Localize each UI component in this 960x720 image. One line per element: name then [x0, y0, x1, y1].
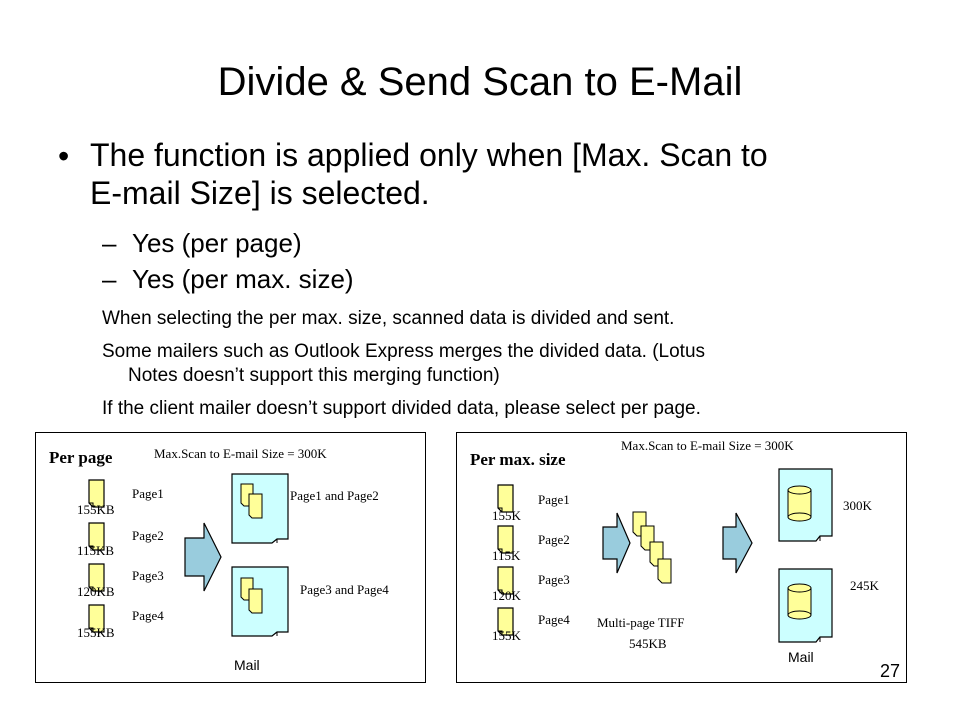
option-per-max-size: Yes (per max. size): [132, 264, 354, 294]
page3-doc-icon: [497, 566, 514, 595]
page3-doc-icon: [88, 563, 105, 592]
per-page-graphics: [88, 473, 289, 637]
mail1-doc-icon: [778, 468, 833, 542]
page4-doc-icon: [497, 607, 514, 636]
page1-doc-icon: [497, 484, 514, 513]
page3-size: 120K: [492, 588, 521, 603]
bullet-marker: •: [58, 138, 70, 174]
slide-title: Divide & Send Scan to E-Mail: [217, 60, 743, 104]
page1-size: 155KB: [77, 502, 115, 517]
mail2-doc-icon: [231, 566, 289, 637]
page-number: 27: [880, 661, 901, 681]
mail1-label: Page1 and Page2: [290, 488, 379, 503]
page2-label: Page2: [132, 528, 164, 543]
page4-label: Page4: [132, 608, 164, 623]
main-bullet-line2: E-mail Size] is selected.: [90, 175, 430, 211]
page4-size: 155K: [492, 628, 521, 643]
page3-label: Page3: [132, 568, 164, 583]
arrow-right-icon: [184, 522, 222, 592]
per-max-size-diagram: Per max. size Max.Scan to E-mail Size = …: [456, 432, 907, 683]
tiff-size: 545KB: [629, 636, 667, 651]
per-max-size-graphics: [497, 468, 833, 643]
page3-label: Page3: [538, 572, 570, 587]
multi-page-tiff-icon: [632, 511, 672, 584]
arrow-right-icon: [602, 512, 631, 574]
arrow-right-icon: [722, 512, 753, 574]
dash-marker-1: –: [102, 228, 117, 258]
note-merge-line1: Some mailers such as Outlook Express mer…: [102, 341, 706, 362]
per-max-size-size-limit: Max.Scan to E-mail Size = 300K: [621, 438, 794, 453]
dash-marker-2: –: [102, 264, 117, 294]
note-divided-sent: When selecting the per max. size, scanne…: [102, 308, 675, 329]
per-max-size-header: Per max. size: [470, 450, 566, 469]
main-bullet-line1: The function is applied only when [Max. …: [90, 137, 768, 173]
mail-caption: Mail: [788, 649, 814, 665]
per-page-size-limit: Max.Scan to E-mail Size = 300K: [154, 446, 327, 461]
data-cylinder-icon: [787, 485, 812, 522]
page4-doc-icon: [88, 604, 105, 633]
page1-size: 155K: [492, 508, 521, 523]
note-select-per-page: If the client mailer doesn’t support div…: [102, 398, 701, 419]
per-page-header: Per page: [49, 448, 113, 467]
page1-label: Page1: [132, 486, 164, 501]
page2-label: Page2: [538, 532, 570, 547]
mail1-doc-icon: [231, 473, 289, 544]
page2-doc-icon: [497, 525, 514, 554]
page1-label: Page1: [538, 492, 570, 507]
page2-doc-icon: [88, 522, 105, 551]
tiff-label: Multi-page TIFF: [597, 615, 685, 630]
mail2-doc-icon: [778, 568, 833, 643]
page4-label: Page4: [538, 612, 570, 627]
page2-size: 115K: [492, 548, 521, 563]
page4-size: 155KB: [77, 625, 115, 640]
data-cylinder-icon: [787, 583, 812, 620]
page1-doc-icon: [88, 479, 105, 508]
option-per-page: Yes (per page): [132, 228, 302, 258]
mail-caption: Mail: [234, 657, 260, 673]
mail2-label: Page3 and Page4: [300, 582, 389, 597]
page2-size: 115KB: [77, 543, 115, 558]
note-merge-line2: Notes doesn’t support this merging funct…: [128, 365, 500, 386]
page3-size: 120KB: [77, 584, 115, 599]
mail2-size: 245K: [850, 578, 879, 593]
mail1-size: 300K: [843, 498, 872, 513]
per-page-diagram: Per page Max.Scan to E-mail Size = 300K …: [35, 432, 426, 683]
